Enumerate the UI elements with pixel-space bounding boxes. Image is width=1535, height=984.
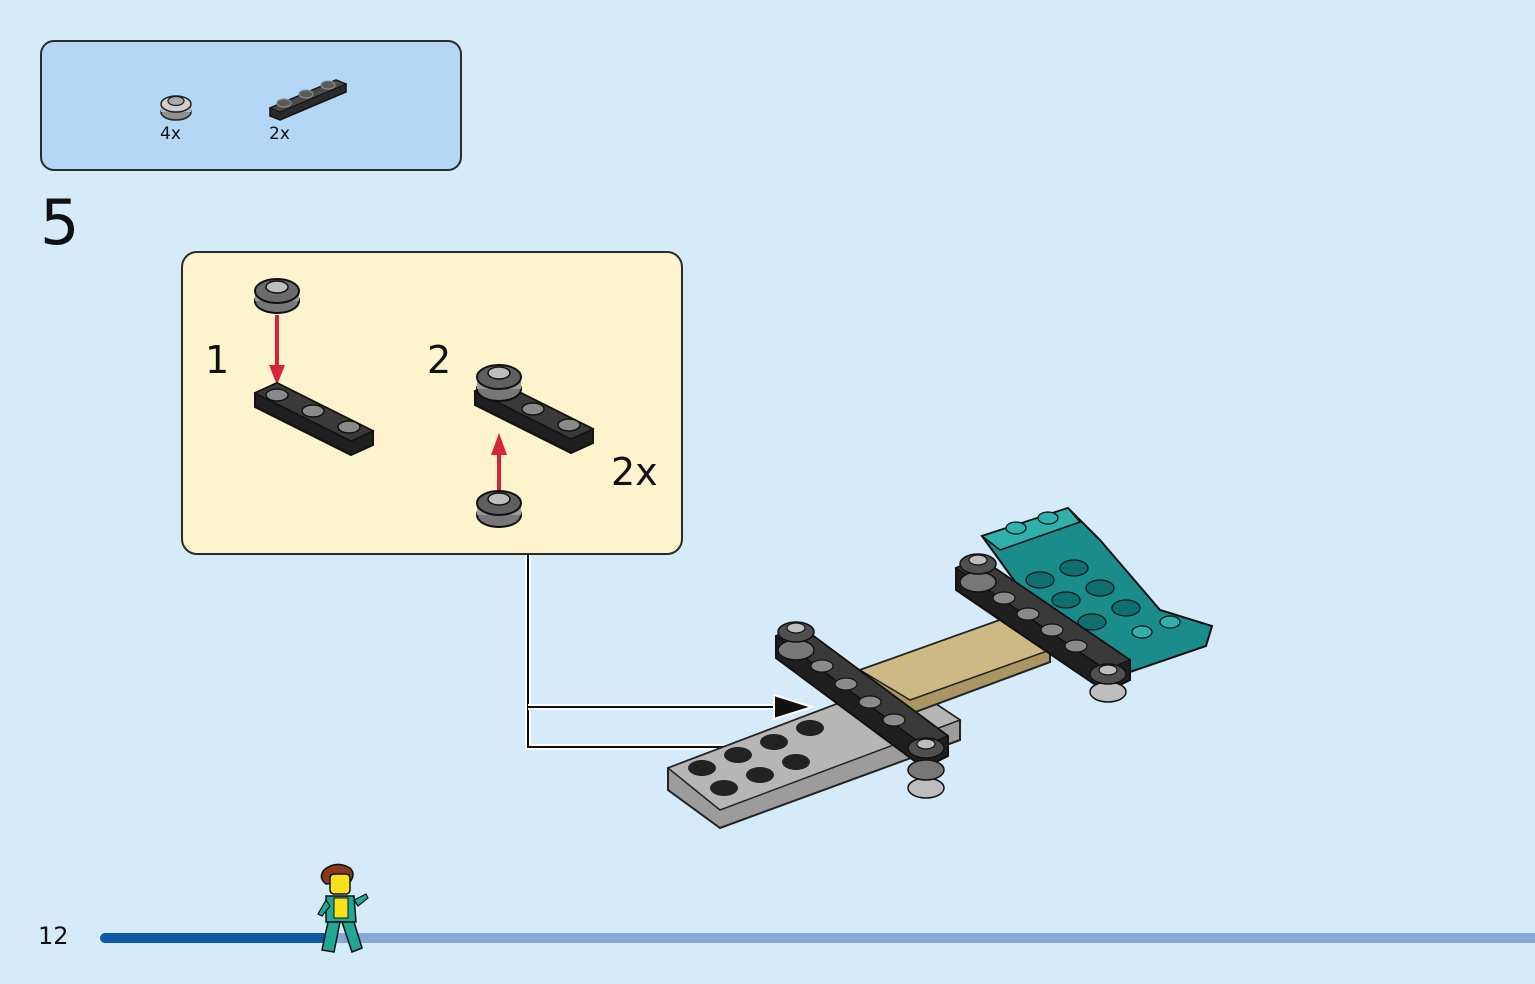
minifigure-mascot-icon bbox=[317, 863, 369, 953]
sub-step-number-1: 1 bbox=[205, 338, 230, 382]
part-qty-round-plate: 4x bbox=[160, 124, 181, 144]
sub-step-2-illustration bbox=[473, 364, 595, 528]
sub-assembly-multiplier: 2x bbox=[611, 450, 658, 494]
progress-bar bbox=[100, 933, 1535, 943]
part-qty-plate-1x3: 2x bbox=[269, 124, 290, 144]
step-number: 5 bbox=[40, 186, 80, 259]
plate-1x3-icon bbox=[268, 79, 348, 121]
sub-step-number-2: 2 bbox=[427, 338, 452, 382]
round-plate-1x1-icon bbox=[160, 95, 192, 121]
page-number: 12 bbox=[38, 922, 69, 950]
parts-list-box: 4x 2x bbox=[40, 40, 462, 171]
progress-bar-fill bbox=[100, 933, 330, 943]
sub-assembly-box: 1 2 2x bbox=[181, 251, 683, 555]
main-model-illustration bbox=[666, 506, 1214, 830]
sub-step-1-illustration bbox=[253, 278, 375, 457]
